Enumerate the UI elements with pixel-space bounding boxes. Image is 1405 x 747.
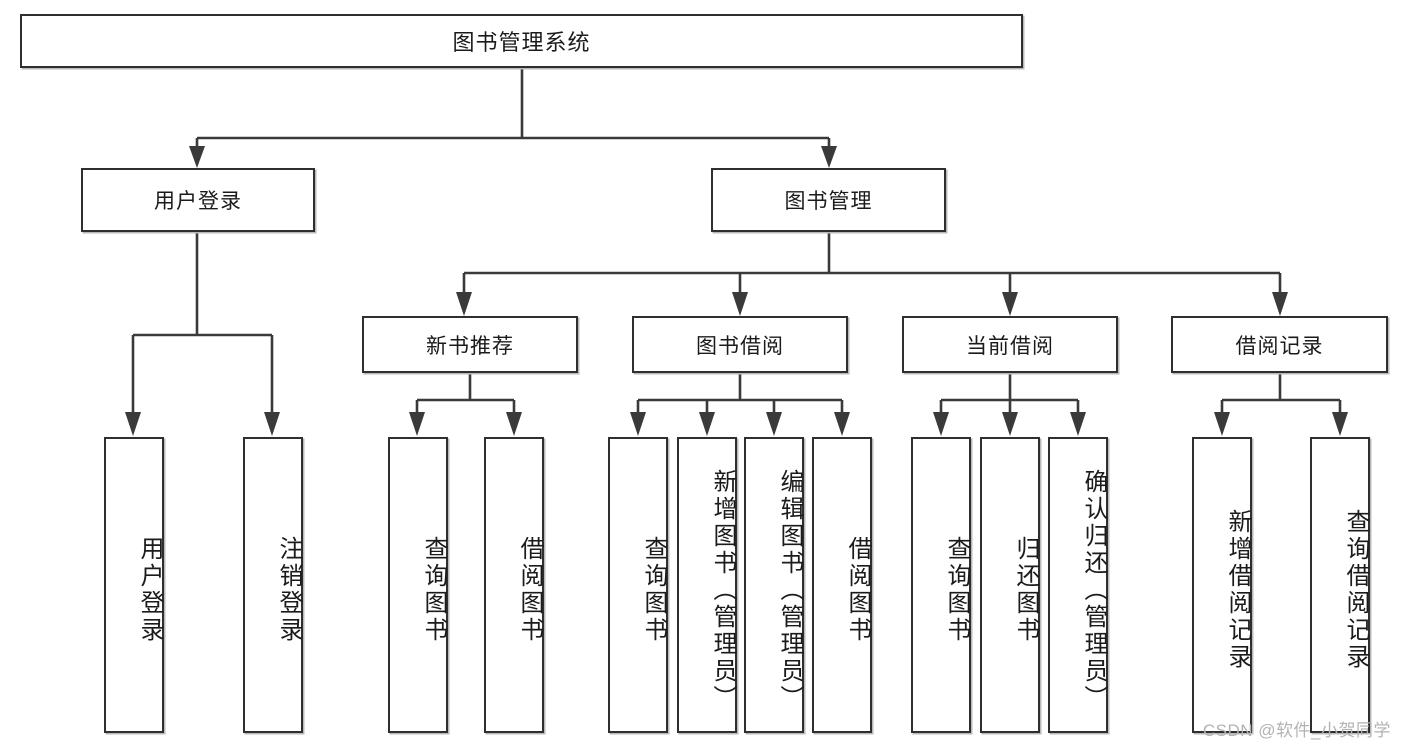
leaf-borrow-record-add-record[interactable]: 新增借阅记录: [1192, 437, 1252, 733]
node-book-management[interactable]: 图书管理: [711, 168, 946, 232]
leaf-book-borrow-edit-book-admin[interactable]: 编辑图书（管理员）: [744, 437, 804, 733]
leaf-label: 编辑图书（管理员）: [776, 468, 803, 712]
leaf-book-borrow-add-book-admin[interactable]: 新增图书（管理员）: [677, 437, 737, 733]
leaf-label: 查询图书: [943, 536, 970, 644]
node-new-book-recommend[interactable]: 新书推荐: [362, 316, 578, 373]
node-borrow-record[interactable]: 借阅记录: [1171, 316, 1388, 373]
node-current-borrow[interactable]: 当前借阅: [902, 316, 1118, 373]
leaf-label: 借阅图书: [844, 536, 871, 644]
leaf-book-borrow-borrow-book[interactable]: 借阅图书: [812, 437, 872, 733]
leaf-label: 借阅图书: [516, 536, 543, 644]
leaf-current-borrow-return-book[interactable]: 归还图书: [980, 437, 1040, 733]
leaf-user-login-logout[interactable]: 注销登录: [243, 437, 303, 733]
leaf-book-borrow-query-book[interactable]: 查询图书: [608, 437, 668, 733]
csdn-watermark: CSDN @软件_小贺同学: [1202, 721, 1391, 740]
leaf-label: 确认归还（管理员）: [1080, 468, 1107, 712]
leaf-current-borrow-query-book[interactable]: 查询图书: [911, 437, 971, 733]
node-user-login[interactable]: 用户登录: [81, 168, 315, 232]
leaf-label: 新增图书（管理员）: [709, 468, 736, 712]
leaf-label: 新增借阅记录: [1224, 509, 1251, 671]
leaf-label: 注销登录: [275, 536, 302, 644]
leaf-new-book-borrow-book[interactable]: 借阅图书: [484, 437, 544, 733]
leaf-current-borrow-confirm-return-admin[interactable]: 确认归还（管理员）: [1048, 437, 1108, 733]
node-root-book-management-system[interactable]: 图书管理系统: [20, 14, 1023, 68]
node-book-borrow[interactable]: 图书借阅: [632, 316, 848, 373]
leaf-label: 查询图书: [420, 536, 447, 644]
leaf-new-book-query-book[interactable]: 查询图书: [388, 437, 448, 733]
leaf-user-login-login[interactable]: 用户登录: [104, 437, 164, 733]
leaf-label: 查询图书: [640, 536, 667, 644]
leaf-borrow-record-query-record[interactable]: 查询借阅记录: [1310, 437, 1370, 733]
leaf-label: 归还图书: [1012, 536, 1039, 644]
leaf-label: 用户登录: [136, 536, 163, 644]
leaf-label: 查询借阅记录: [1342, 509, 1369, 671]
